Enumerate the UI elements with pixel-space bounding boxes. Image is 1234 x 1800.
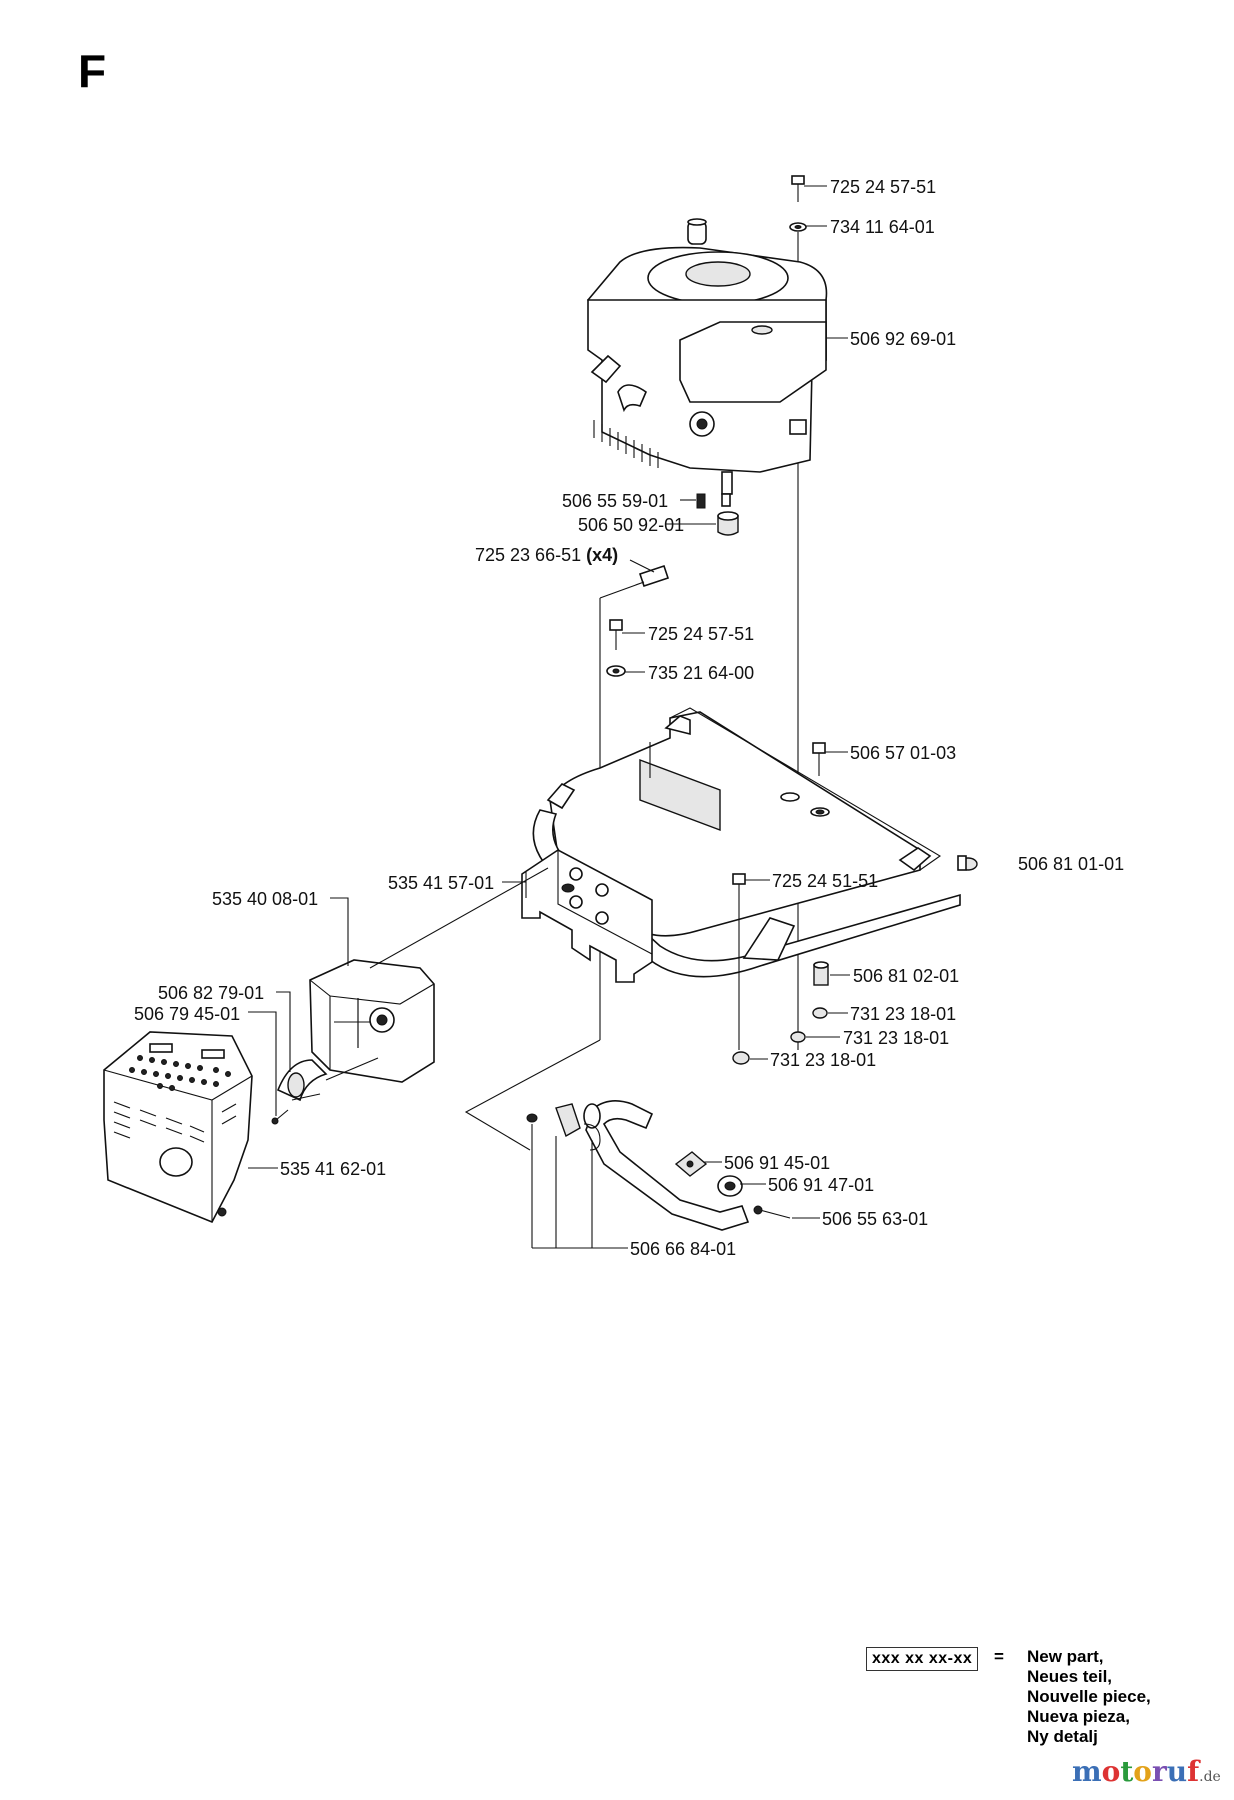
legend-line-en: New part,	[1027, 1647, 1104, 1666]
legend-line-es: Nueva pieza,	[1027, 1707, 1130, 1726]
part-label-506-57-01-03: 506 57 01-03	[850, 743, 956, 763]
legend-text: New part, Neues teil, Nouvelle piece, Nu…	[1027, 1647, 1151, 1747]
part-label-506-50-92-01: 506 50 92-01	[578, 515, 684, 535]
part-label-506-79-45-01: 506 79 45-01	[134, 1004, 240, 1024]
exhaust-pipe-drawing	[464, 1039, 820, 1249]
page-letter: F	[78, 45, 107, 97]
muffler-guard-drawing	[103, 1031, 278, 1224]
part-label-725-24-51-51: 725 24 51-51	[772, 871, 878, 891]
mount-plate-drawing	[521, 849, 653, 983]
motoruf-watermark-logo: motoruf.de	[1072, 1755, 1221, 1788]
new-part-legend: xxx xx xx-xx = New part, Neues teil, Nou…	[866, 1647, 1226, 1787]
part-label-506-91-45-01: 506 91 45-01	[724, 1153, 830, 1173]
plate-bolt-drawing	[606, 619, 645, 677]
muffler-drawing	[248, 867, 549, 1125]
part-label-735-21-64-00: 735 21 64-00	[648, 663, 754, 683]
engine-drawing	[586, 175, 848, 1050]
part-label-506-66-84-01: 506 66 84-01	[630, 1239, 736, 1259]
part-label-725-24-57-51-top: 725 24 57-51	[830, 177, 936, 197]
part-label-506-81-01-01: 506 81 01-01	[1018, 854, 1124, 874]
part-label-506-55-59-01: 506 55 59-01	[562, 491, 668, 511]
part-label-506-55-63-01: 506 55 63-01	[822, 1209, 928, 1229]
part-label-731-23-18-01-a: 731 23 18-01	[850, 1004, 956, 1024]
part-label-725-24-57-51-plate: 725 24 57-51	[648, 624, 754, 644]
part-label-535-40-08-01: 535 40 08-01	[212, 889, 318, 909]
part-label-731-23-18-01-b: 731 23 18-01	[843, 1028, 949, 1048]
legend-part-number-placeholder: xxx xx xx-xx	[866, 1647, 979, 1671]
part-label-506-82-79-01: 506 82 79-01	[158, 983, 264, 1003]
part-label-731-23-18-01-c: 731 23 18-01	[770, 1050, 876, 1070]
part-label-734-11-64-01: 734 11 64-01	[830, 217, 935, 237]
part-label-535-41-57-01: 535 41 57-01	[388, 873, 494, 893]
part-label-506-91-47-01: 506 91 47-01	[768, 1175, 874, 1195]
legend-equals: =	[994, 1647, 1004, 1666]
part-label-725-23-66-51: 725 23 66-51 (x4)	[475, 545, 618, 565]
mount-plate-leaders	[502, 872, 527, 898]
part-label-506-92-69-01: 506 92 69-01	[850, 329, 956, 349]
frame-bolts-drawing	[732, 742, 850, 1065]
legend-line-de: Neues teil,	[1027, 1667, 1113, 1686]
part-label-535-41-62-01: 535 41 62-01	[280, 1159, 386, 1179]
legend-line-sv: Ny detalj	[1027, 1727, 1098, 1746]
part-label-506-81-02-01: 506 81 02-01	[853, 966, 959, 986]
legend-line-fr: Nouvelle piece,	[1027, 1687, 1151, 1706]
